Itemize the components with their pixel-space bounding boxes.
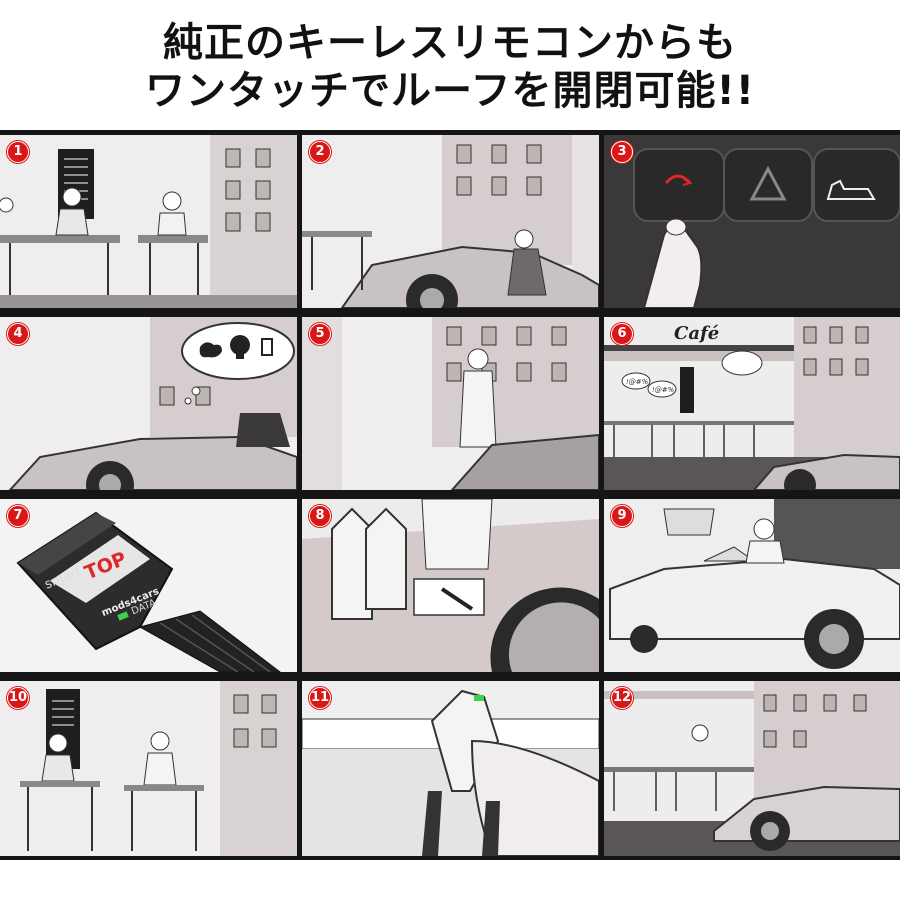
panel-6: Café !@#% !@#% 6	[604, 317, 900, 490]
panel-11: 11	[302, 681, 599, 856]
panel-number-badge: 8	[309, 505, 331, 527]
panel-9-illustration	[604, 499, 900, 672]
panel-number-badge: 10	[7, 687, 29, 709]
headline-line-2: ワンタッチでルーフを開閉可能!!	[144, 68, 756, 114]
panel-number-badge: 5	[309, 323, 331, 345]
panel-number-badge: 3	[611, 141, 633, 163]
panel-2-illustration	[302, 135, 599, 308]
panel-7-illustration	[0, 499, 297, 672]
panel-5: 5	[302, 317, 599, 490]
panel-number-badge: 12	[611, 687, 633, 709]
panel-4: 4	[0, 317, 297, 490]
panel-number-badge: 6	[611, 323, 633, 345]
panel-5-illustration	[302, 317, 599, 490]
headline-line-1: 純正のキーレスリモコンからも	[163, 20, 737, 66]
cafe-sign: Café	[674, 323, 720, 344]
panel-3: 3	[604, 135, 900, 308]
panel-8: 8	[302, 499, 599, 672]
panel-9: 9	[604, 499, 900, 672]
panel-number-badge: 11	[309, 687, 331, 709]
panel-number-badge: 4	[7, 323, 29, 345]
storyboard-grid: 1 2	[0, 130, 900, 860]
panel-number-badge: 7	[7, 505, 29, 527]
panel-3-illustration	[604, 135, 900, 308]
panel-12-illustration	[604, 681, 900, 856]
panel-number-badge: 1	[7, 141, 29, 163]
panel-number-badge: 9	[611, 505, 633, 527]
panel-12: 12	[604, 681, 900, 856]
panel-4-illustration	[0, 317, 297, 490]
panel-1: 1	[0, 135, 297, 308]
panel-2: 2	[302, 135, 599, 308]
panel-11-illustration	[302, 681, 599, 856]
panel-7: smart TOP mods4cars DATA 7	[0, 499, 297, 672]
panel-number-badge: 2	[309, 141, 331, 163]
panel-10: 10	[0, 681, 297, 856]
panel-10-illustration	[0, 681, 297, 856]
panel-6-illustration	[604, 317, 900, 490]
panel-8-illustration	[302, 499, 599, 672]
speech-bubble-mid: !@#%	[652, 386, 675, 394]
panel-1-illustration	[0, 135, 297, 308]
speech-bubble-left: !@#%	[626, 378, 649, 386]
